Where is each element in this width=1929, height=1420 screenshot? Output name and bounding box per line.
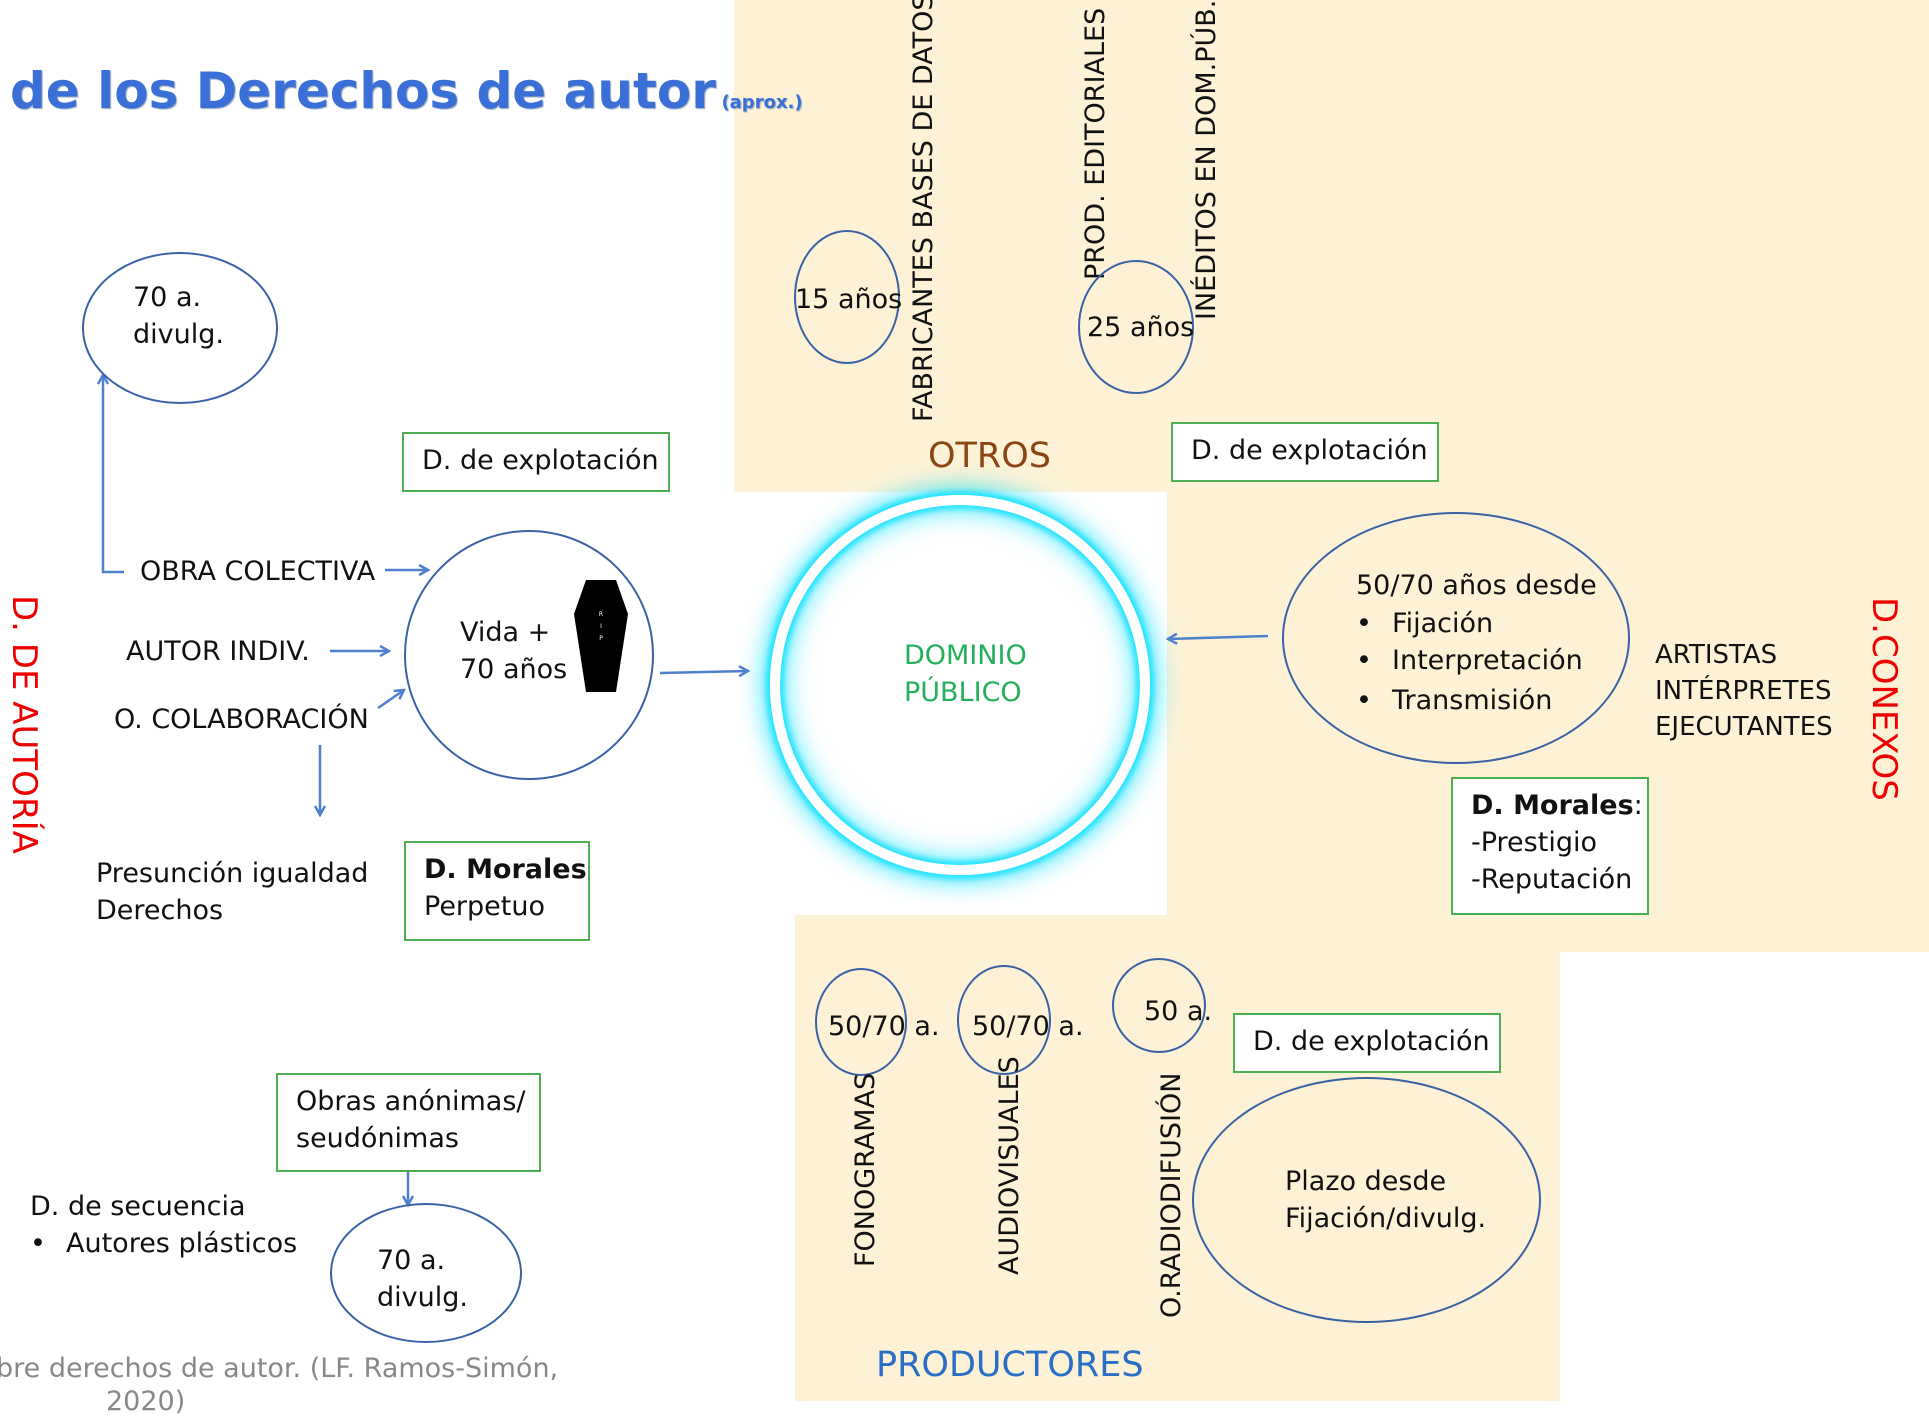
conexos-item-1: •Fijación (1356, 608, 1494, 639)
fabricantes-years: 15 años (795, 284, 903, 315)
fonogramas-years: 50/70 a. (828, 1011, 940, 1042)
coffin-icon: R I P (574, 580, 628, 692)
fabricantes-label: FABRICANTES BASES DE DATOS (908, 0, 939, 422)
editoriales-label: PROD. EDITORIALES (1080, 7, 1111, 280)
arrow-colaboracion (377, 690, 404, 710)
dominio-line1: DOMINIO (904, 640, 1027, 671)
secuencia-label: D. de secuencia (30, 1191, 246, 1222)
plazo-line2: Fijación/divulg. (1285, 1203, 1487, 1234)
radiodifusion-label: O.RADIODIFUSIÓN (1156, 1072, 1187, 1318)
conexos-morales-colon: : (1633, 790, 1643, 821)
fabricantes-ellipse (794, 230, 900, 364)
fonogramas-label: FONOGRAMAS (850, 1072, 881, 1267)
secuencia-item-text: Autores plásticos (66, 1228, 298, 1259)
conexos-ellipse (1282, 512, 1630, 764)
bottom-ellipse-line2: divulg. (377, 1282, 468, 1313)
productores-explotacion-box: D. de explotación (1233, 1013, 1501, 1073)
footer-line1: bre derechos de autor. (LF. Ramos-Simón, (0, 1353, 559, 1384)
conexos-item-1-text: Fijación (1392, 608, 1494, 639)
vida-line1: Vida + (460, 617, 551, 648)
conexos-morales-title: D. Morales (1471, 790, 1634, 821)
page-title: de los Derechos de autor (aprox.) (10, 62, 803, 120)
anonimas-line1: Obras anónimas/ (296, 1086, 526, 1117)
conexos-item-3: •Transmisión (1356, 685, 1553, 716)
arrow-conexos-to-dominio (1168, 636, 1269, 639)
autoria-explotacion-box: D. de explotación (402, 432, 670, 492)
presuncion-line1: Presunción igualdad (96, 858, 369, 889)
conexos-morales-box: D. Morales: -Prestigio -Reputación (1451, 777, 1649, 915)
otros-panel (734, 0, 1929, 492)
plazo-ellipse (1192, 1077, 1541, 1323)
footer-line2: 2020) (106, 1386, 186, 1417)
svg-text:R: R (599, 611, 603, 618)
presuncion-line2: Derechos (96, 895, 224, 926)
fonogramas-ellipse (815, 968, 907, 1076)
title-main: de los Derechos de autor (10, 62, 716, 120)
artistas-line1: ARTISTAS (1655, 640, 1778, 670)
editoriales-ellipse (1078, 260, 1194, 394)
bottom-ellipse-line1: 70 a. (377, 1245, 446, 1276)
top-ellipse-line2: divulg. (133, 319, 224, 350)
autoria-morales-box: D. Morales Perpetuo (404, 841, 590, 941)
otros-explotacion-box: D. de explotación (1171, 422, 1439, 482)
autoria-morales-title: D. Morales (424, 854, 587, 885)
productores-label: PRODUCTORES (876, 1345, 1144, 1385)
dominio-glow-ring (770, 495, 1150, 875)
audiovisuales-label: AUDIOVISUALES (994, 1056, 1025, 1275)
conexos-morales-title-line: D. Morales: (1471, 787, 1643, 824)
anonimas-line2: seudónimas (296, 1123, 459, 1154)
svg-text:P: P (599, 635, 603, 642)
obra-colectiva-label: OBRA COLECTIVA (140, 556, 376, 587)
svg-text:I: I (600, 623, 602, 630)
top-ellipse-line1: 70 a. (133, 282, 202, 313)
radiodifusion-ellipse (1112, 958, 1206, 1053)
conexos-morales-item-2: -Reputación (1471, 864, 1633, 895)
editoriales-years: 25 años (1087, 312, 1195, 343)
secuencia-item: •Autores plásticos (30, 1228, 298, 1259)
anonimas-box: Obras anónimas/ seudónimas (276, 1073, 541, 1172)
vida-ellipse (404, 530, 654, 780)
arrow-vida-to-dominio (659, 671, 748, 673)
arrow-colectiva-to-top (103, 375, 124, 574)
conexos-item-3-text: Transmisión (1392, 685, 1553, 716)
conexos-morales-item-1: -Prestigio (1471, 827, 1597, 858)
conexos-item-2: •Interpretación (1356, 645, 1583, 676)
conexos-item-2-text: Interpretación (1392, 645, 1583, 676)
bottom-ellipse (330, 1203, 522, 1343)
otros-label: OTROS (928, 436, 1052, 476)
conexos-ellipse-title: 50/70 años desde (1356, 570, 1597, 601)
vida-line2: 70 años (460, 654, 568, 685)
audiovisuales-years: 50/70 a. (972, 1011, 1084, 1042)
plazo-line1: Plazo desde (1285, 1166, 1447, 1197)
artistas-line2: INTÉRPRETES (1655, 676, 1832, 706)
top-ellipse (82, 252, 278, 404)
colaboracion-label: O. COLABORACIÓN (114, 704, 369, 735)
artistas-line3: EJECUTANTES (1655, 712, 1833, 742)
ineditos-label: INÉDITOS EN DOM.PÚB. (1191, 0, 1222, 320)
dominio-line2: PÚBLICO (904, 677, 1022, 708)
autor-indiv-label: AUTOR INDIV. (126, 636, 310, 667)
radiodifusion-years: 50 a. (1144, 996, 1213, 1027)
autoria-morales-value: Perpetuo (424, 891, 545, 922)
title-suffix: (aprox.) (721, 92, 803, 113)
audiovisuales-ellipse (957, 965, 1051, 1075)
